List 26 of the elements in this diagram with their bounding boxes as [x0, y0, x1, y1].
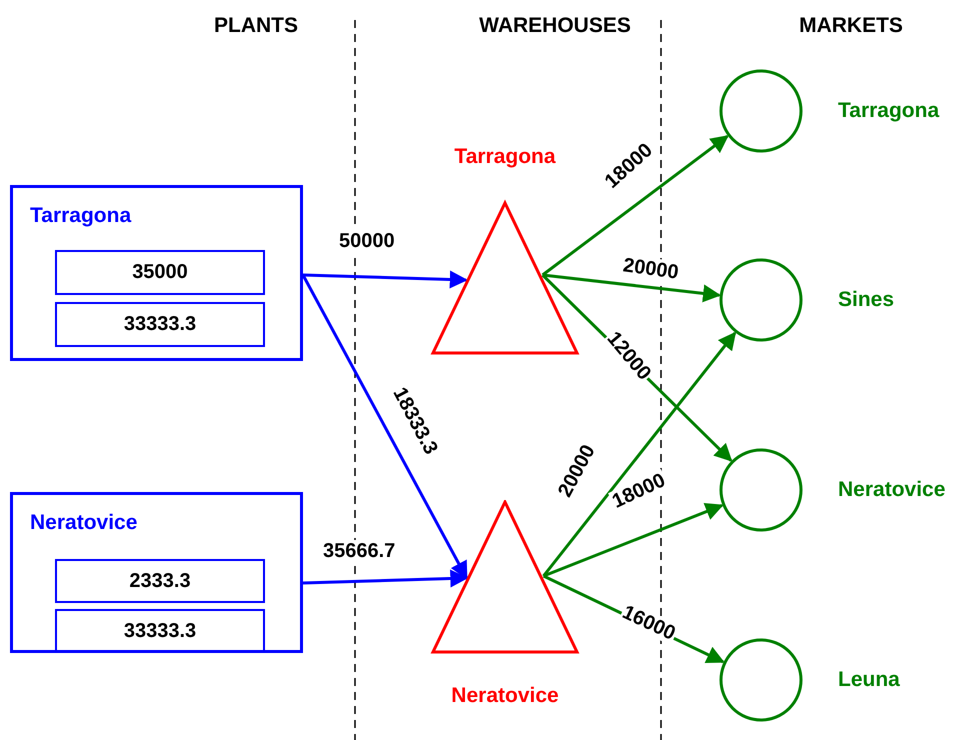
- flow-arrow: [542, 332, 736, 577]
- market-name: Leuna: [838, 668, 900, 692]
- warehouse-name: Tarragona: [454, 145, 556, 169]
- flow-arrow: [302, 570, 468, 588]
- plant-name: Tarragona: [30, 204, 132, 228]
- plant-name: Neratovice: [30, 511, 138, 535]
- flow-arrow: [542, 503, 724, 578]
- edge-label: 50000: [338, 230, 396, 252]
- market-name: Tarragona: [838, 99, 940, 123]
- market-name: Sines: [838, 288, 894, 312]
- flow-arrow: [302, 270, 468, 288]
- market-name: Neratovice: [838, 478, 946, 502]
- column-heading: MARKETS: [799, 14, 903, 38]
- value-box: 33333.3: [55, 302, 265, 347]
- flow-arrow: [542, 135, 729, 276]
- column-heading: PLANTS: [214, 14, 298, 38]
- flow-arrow: [302, 274, 468, 580]
- edge-label: 35666.7: [322, 540, 396, 562]
- plant-box: [10, 492, 303, 653]
- value-box: 2333.3: [55, 559, 265, 603]
- flow-arrow: [542, 274, 722, 302]
- value-box: 33333.3: [55, 609, 265, 653]
- column-heading: WAREHOUSES: [479, 14, 631, 38]
- warehouse-name: Neratovice: [451, 684, 559, 708]
- value-box: 35000: [55, 250, 265, 295]
- plant-box: [10, 185, 303, 361]
